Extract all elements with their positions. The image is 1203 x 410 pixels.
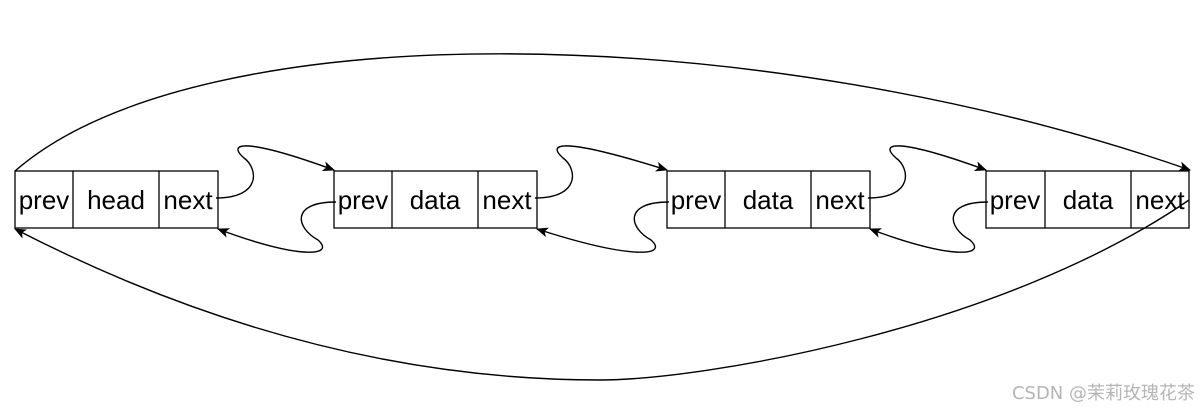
tail-to-head-arc xyxy=(14,199,1190,381)
prev-arrow xyxy=(869,201,989,253)
cell-data-label: data xyxy=(743,185,794,215)
cell-data-label: data xyxy=(1063,185,1114,215)
node-head: prev head next xyxy=(14,170,219,229)
cell-next-label: next xyxy=(482,185,532,215)
cell-prev-label: prev xyxy=(19,185,70,215)
node-data-2: prev data next xyxy=(666,170,871,229)
node-box xyxy=(666,170,871,229)
node-data-3: prev data next xyxy=(985,170,1190,229)
node-box xyxy=(333,170,538,229)
cell-next-label: next xyxy=(1135,185,1185,215)
node-box xyxy=(985,170,1190,229)
head-to-tail-arc xyxy=(14,53,1191,172)
prev-arrow xyxy=(536,201,670,253)
prev-arrow xyxy=(217,201,337,253)
cell-prev-label: prev xyxy=(338,185,389,215)
next-arrow xyxy=(534,145,668,199)
node-box xyxy=(14,170,219,229)
cell-next-label: next xyxy=(815,185,865,215)
cell-prev-label: prev xyxy=(990,185,1041,215)
next-arrow xyxy=(215,145,335,199)
cell-head-label: head xyxy=(87,185,145,215)
cell-next-label: next xyxy=(163,185,213,215)
next-arrow xyxy=(867,145,987,199)
csdn-watermark: CSDN @茉莉玫瑰花茶 xyxy=(1011,383,1195,404)
cell-data-label: data xyxy=(410,185,461,215)
node-data-1: prev data next xyxy=(333,170,538,229)
cell-prev-label: prev xyxy=(671,185,722,215)
